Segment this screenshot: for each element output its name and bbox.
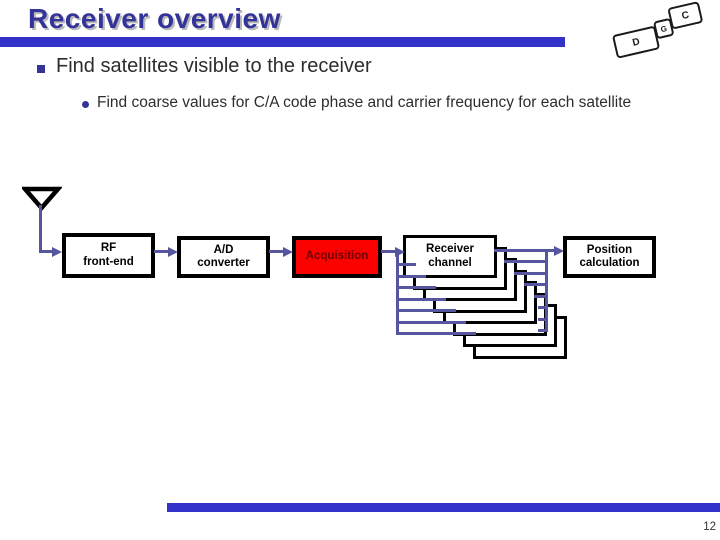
- box-label: RF front-end: [83, 242, 134, 268]
- arrowhead-icon: [395, 246, 405, 257]
- logo-letter: G: [659, 23, 668, 34]
- connector-line: [396, 309, 456, 312]
- antenna-feed-line: [39, 205, 42, 253]
- connector-line: [396, 321, 466, 324]
- page-number: 12: [703, 521, 716, 533]
- title-underline-bar: [0, 37, 565, 47]
- connector-line: [524, 283, 548, 286]
- position-calculation-box: Position calculation: [563, 236, 656, 278]
- arrowhead-icon: [52, 246, 62, 257]
- acquisition-box: Acquisition: [292, 236, 382, 278]
- connector-line: [269, 250, 284, 253]
- connector-line: [538, 318, 548, 321]
- page-title: Receiver overview: [28, 3, 281, 34]
- bullet-square-icon: [37, 65, 45, 73]
- connector-line: [504, 260, 548, 263]
- connector-line: [494, 249, 548, 252]
- bullet-level2: Find coarse values for C/A code phase an…: [97, 94, 632, 111]
- connector-line: [39, 250, 52, 253]
- bullet-dot-icon: [82, 101, 89, 108]
- arrowhead-icon: [554, 245, 564, 256]
- logo-letter: C: [680, 9, 691, 22]
- arrowhead-icon: [168, 246, 178, 257]
- connector-line: [514, 272, 548, 275]
- receiver-channel-box: Receiver channel: [403, 235, 497, 278]
- dgc-logo-icon: D G C: [608, 0, 715, 63]
- channel-input-bus: [396, 252, 399, 334]
- connector-line: [396, 275, 426, 278]
- connector-line: [396, 286, 436, 289]
- channel-output-bus: [545, 249, 548, 332]
- box-label: A/D converter: [197, 243, 250, 269]
- logo-chip-c: C: [667, 1, 704, 30]
- logo-chip-d: D: [611, 25, 661, 59]
- connector-line: [538, 329, 548, 332]
- box-label: Acquisition: [305, 250, 369, 263]
- rf-front-end-box: RF front-end: [62, 233, 155, 278]
- connector-line: [381, 250, 397, 253]
- ad-converter-box: A/D converter: [177, 236, 270, 278]
- connector-line: [396, 298, 446, 301]
- box-label: Receiver channel: [426, 243, 474, 269]
- footer-bar: [167, 503, 720, 512]
- box-label: Position calculation: [579, 243, 640, 269]
- connector-line: [534, 295, 548, 298]
- bullet-level1: Find satellites visible to the receiver: [56, 55, 372, 77]
- antenna-icon: [22, 186, 62, 212]
- logo-letter: D: [631, 35, 641, 49]
- connector-line: [396, 263, 416, 266]
- connector-line: [396, 332, 476, 335]
- connector-line: [154, 250, 169, 253]
- connector-line: [538, 306, 548, 309]
- connector-line: [546, 249, 556, 252]
- arrowhead-icon: [283, 246, 293, 257]
